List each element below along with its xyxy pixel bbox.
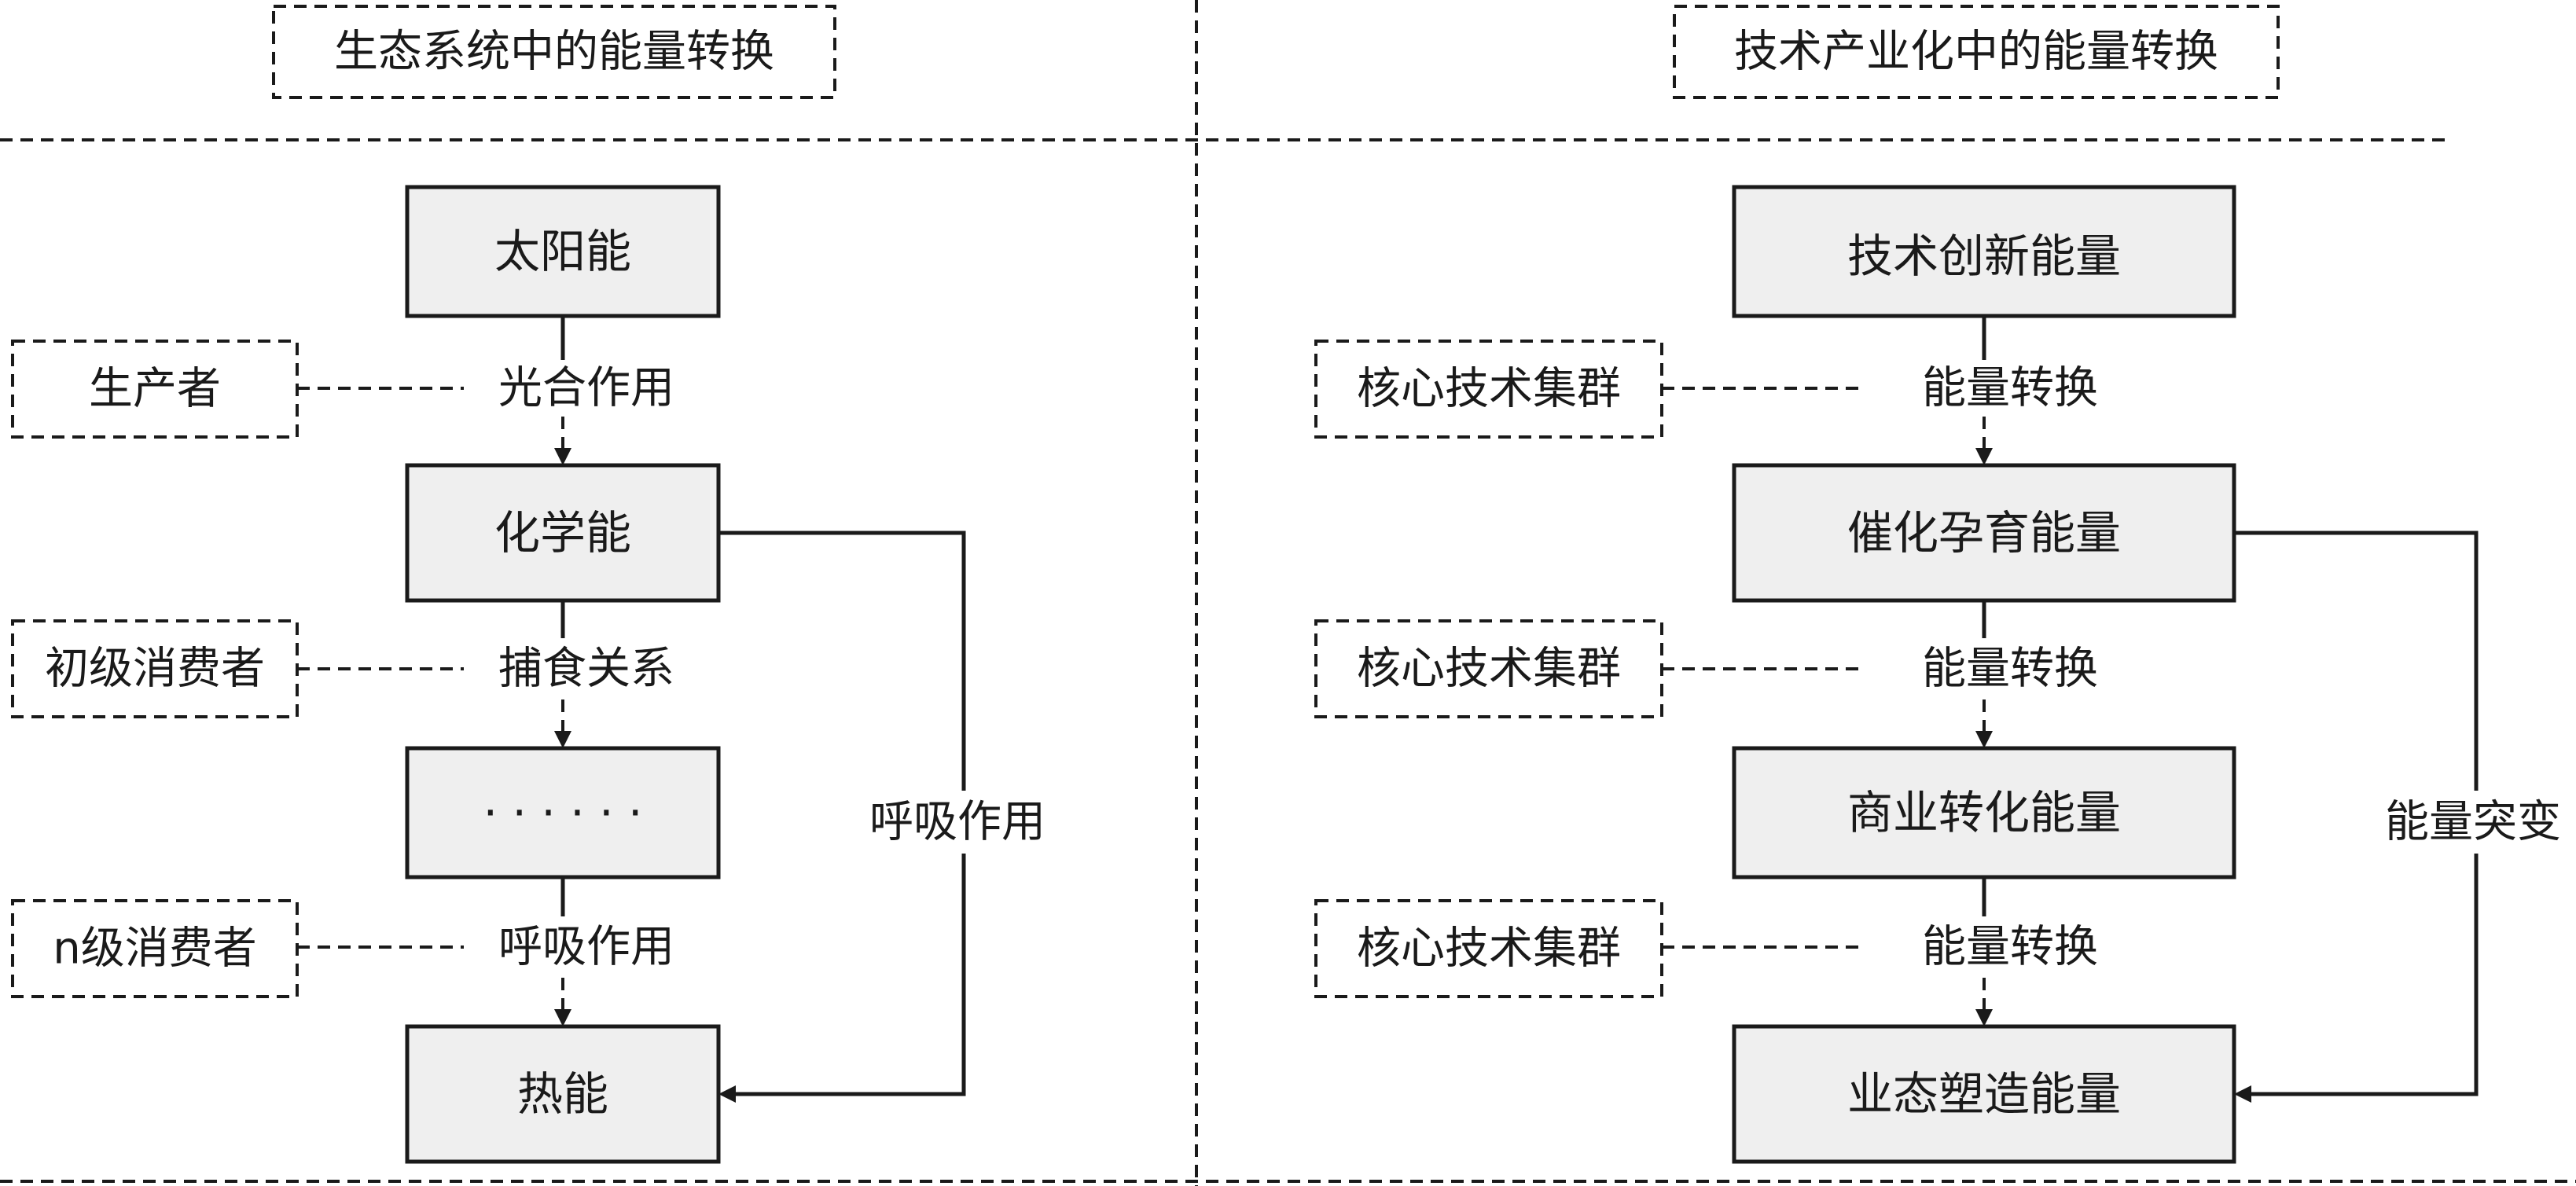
bypass-label-bg — [2368, 791, 2576, 854]
primary-consumer-note-box — [11, 619, 299, 718]
tech-innovation-energy-label: 技术创新能量 — [1847, 229, 2121, 283]
arrowhead-down — [554, 448, 571, 465]
solar-energy-label: 太阳能 — [494, 225, 631, 278]
commercial-conversion-energy-box — [1732, 746, 2236, 879]
energy-conversion-label: 能量转换 — [1922, 922, 2098, 973]
core-tech-cluster-note-box — [1314, 619, 1663, 718]
arrowhead-down — [1975, 731, 1993, 748]
nth-consumer-note-label: n级消费者 — [53, 923, 257, 975]
arrowhead-down — [1975, 448, 1993, 465]
commercial-conversion-energy-label: 商业转化能量 — [1847, 786, 2121, 839]
predation-label: 捕食关系 — [498, 644, 674, 695]
left-panel-title: 生态系统中的能量转换 — [334, 27, 774, 78]
bypass-energy-mutation-label: 能量突变 — [2385, 797, 2561, 848]
heat-energy-label: 热能 — [517, 1067, 608, 1121]
core-tech-cluster-note-box — [1314, 899, 1663, 998]
left-panel: 生态系统中的能量转换 太阳能 化学能 · · · · · · 热能 光合作用 捕… — [11, 5, 1075, 1164]
producer-note-box — [11, 340, 299, 439]
core-tech-cluster-note-label: 核心技术集群 — [1357, 923, 1621, 975]
arrowhead-down — [1975, 1009, 1993, 1026]
arrowhead-left — [718, 1085, 736, 1103]
ellipsis-label: · · · · · · — [483, 786, 643, 839]
right-panel-title-frame — [1673, 5, 2280, 99]
right-panel: 技术产业化中的能量转换 技术创新能量 催化孕育能量 商业转化能量 业态塑造能量 … — [1314, 5, 2576, 1164]
nth-consumer-note-box — [11, 899, 299, 998]
right-panel-title: 技术产业化中的能量转换 — [1734, 27, 2218, 78]
energy-conversion-label: 能量转换 — [1922, 644, 2098, 695]
catalytic-incubation-energy-label: 催化孕育能量 — [1847, 506, 2121, 560]
core-tech-cluster-note-label: 核心技术集群 — [1357, 364, 1621, 415]
bypass-respiration-label: 呼吸作用 — [869, 797, 1045, 848]
producer-note-label: 生产者 — [89, 364, 221, 415]
primary-consumer-note-label: 初级消费者 — [45, 644, 265, 695]
bypass-label-bg — [853, 791, 1075, 854]
business-shaping-energy-label: 业态塑造能量 — [1847, 1067, 2121, 1121]
photosynthesis-label: 光合作用 — [498, 363, 674, 414]
respiration-label: 呼吸作用 — [498, 922, 674, 973]
left-panel-title-frame — [272, 5, 836, 99]
arrowhead-left — [2234, 1085, 2251, 1103]
core-tech-cluster-note-label: 核心技术集群 — [1357, 644, 1621, 695]
core-tech-cluster-note-box — [1314, 340, 1663, 439]
energy-conversion-label: 能量转换 — [1922, 363, 2098, 414]
arrowhead-down — [554, 1009, 571, 1026]
chemical-energy-label: 化学能 — [494, 506, 631, 560]
ellipsis-box — [405, 746, 721, 879]
tech-innovation-energy-box — [1732, 185, 2236, 318]
arrowhead-down — [554, 731, 571, 748]
